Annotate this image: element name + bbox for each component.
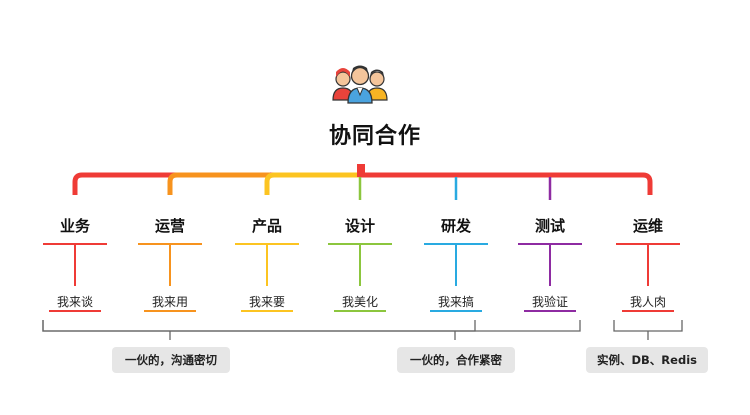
role-label: 运维 bbox=[632, 217, 663, 235]
bus-orange bbox=[167, 172, 270, 195]
group-label-2: 一伙的，合作紧密 bbox=[397, 347, 515, 373]
role-label: 设计 bbox=[344, 217, 375, 235]
main-bus-red bbox=[72, 172, 653, 195]
bracket-1 bbox=[42, 320, 476, 332]
duty-label: 我验证 bbox=[531, 295, 568, 309]
bus-center-stem bbox=[357, 164, 365, 177]
bracket-2 bbox=[42, 320, 581, 332]
bus-yellow bbox=[264, 172, 360, 195]
duty-label: 我来搞 bbox=[437, 295, 474, 309]
duty-label: 我来要 bbox=[248, 295, 285, 309]
role-label: 业务 bbox=[59, 217, 90, 235]
team-people-icon bbox=[332, 65, 388, 104]
diagram-title: 协同合作 bbox=[328, 124, 421, 149]
duty-label: 我来用 bbox=[151, 295, 188, 309]
role-label: 测试 bbox=[534, 217, 565, 235]
duty-label: 我美化 bbox=[341, 295, 378, 309]
group-label-1: 一伙的，沟通密切 bbox=[112, 347, 230, 373]
duty-label: 我来谈 bbox=[56, 295, 93, 309]
bracket-3 bbox=[613, 320, 683, 332]
role-label: 研发 bbox=[440, 217, 471, 235]
role-label: 运营 bbox=[154, 217, 185, 235]
role-label: 产品 bbox=[251, 217, 282, 235]
duty-label: 我人肉 bbox=[629, 295, 666, 309]
group-label-3: 实例、DB、Redis bbox=[586, 347, 708, 373]
